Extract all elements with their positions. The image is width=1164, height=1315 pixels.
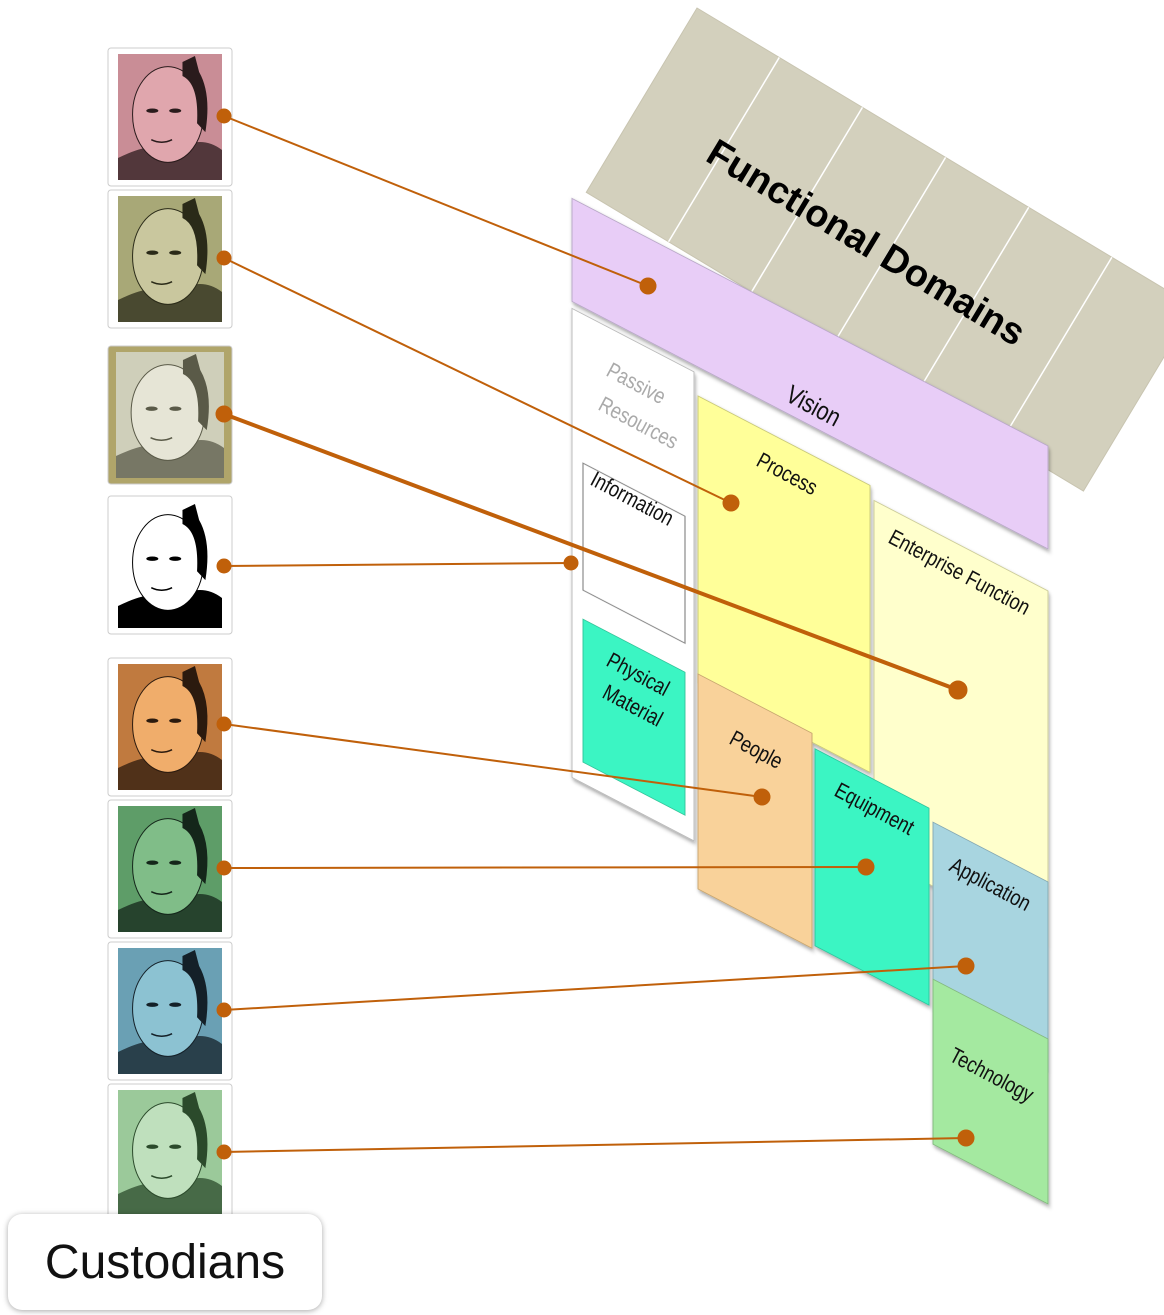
custodian-portrait (107, 1083, 233, 1223)
connector-dot (216, 250, 232, 266)
custodian-portrait (107, 495, 233, 635)
people-panel (697, 673, 813, 949)
connector-dot (957, 957, 975, 975)
connector-dot (753, 788, 771, 806)
connector-dot (216, 558, 232, 574)
connector-equipment (223, 866, 867, 869)
custodian-portrait (107, 799, 233, 939)
custodian-portrait (107, 941, 233, 1081)
connector-dot (215, 405, 233, 423)
connector-dot (216, 108, 232, 124)
connector-dot (957, 1129, 975, 1147)
connector-dot (948, 680, 968, 700)
connector-vision (223, 115, 649, 287)
custodian-portrait (107, 345, 233, 485)
custodian-portrait (107, 47, 233, 187)
custodians-label: Custodians (8, 1214, 322, 1310)
custodian-portrait (107, 189, 233, 329)
connector-dot (216, 1144, 232, 1160)
connector-people (223, 723, 763, 798)
connector-dot (216, 1002, 232, 1018)
vision-band (571, 197, 1049, 550)
connector-dot (563, 555, 579, 571)
connector-dot (216, 860, 232, 876)
connector-dot (216, 716, 232, 732)
connector-dot (722, 494, 740, 512)
connector-dot (857, 858, 875, 876)
connector-dot (639, 277, 657, 295)
connector-enterprise-function (223, 412, 959, 692)
equipment-panel (814, 748, 930, 1006)
connector-passive-resources (223, 562, 572, 567)
connector-process (223, 257, 732, 504)
technology-panel (932, 978, 1049, 1205)
information-box (582, 462, 686, 645)
connector-technology (223, 1137, 967, 1153)
custodian-portrait (107, 657, 233, 797)
connector-application (223, 965, 967, 1011)
connectors (215, 108, 975, 1160)
physical-material-box (582, 618, 686, 816)
